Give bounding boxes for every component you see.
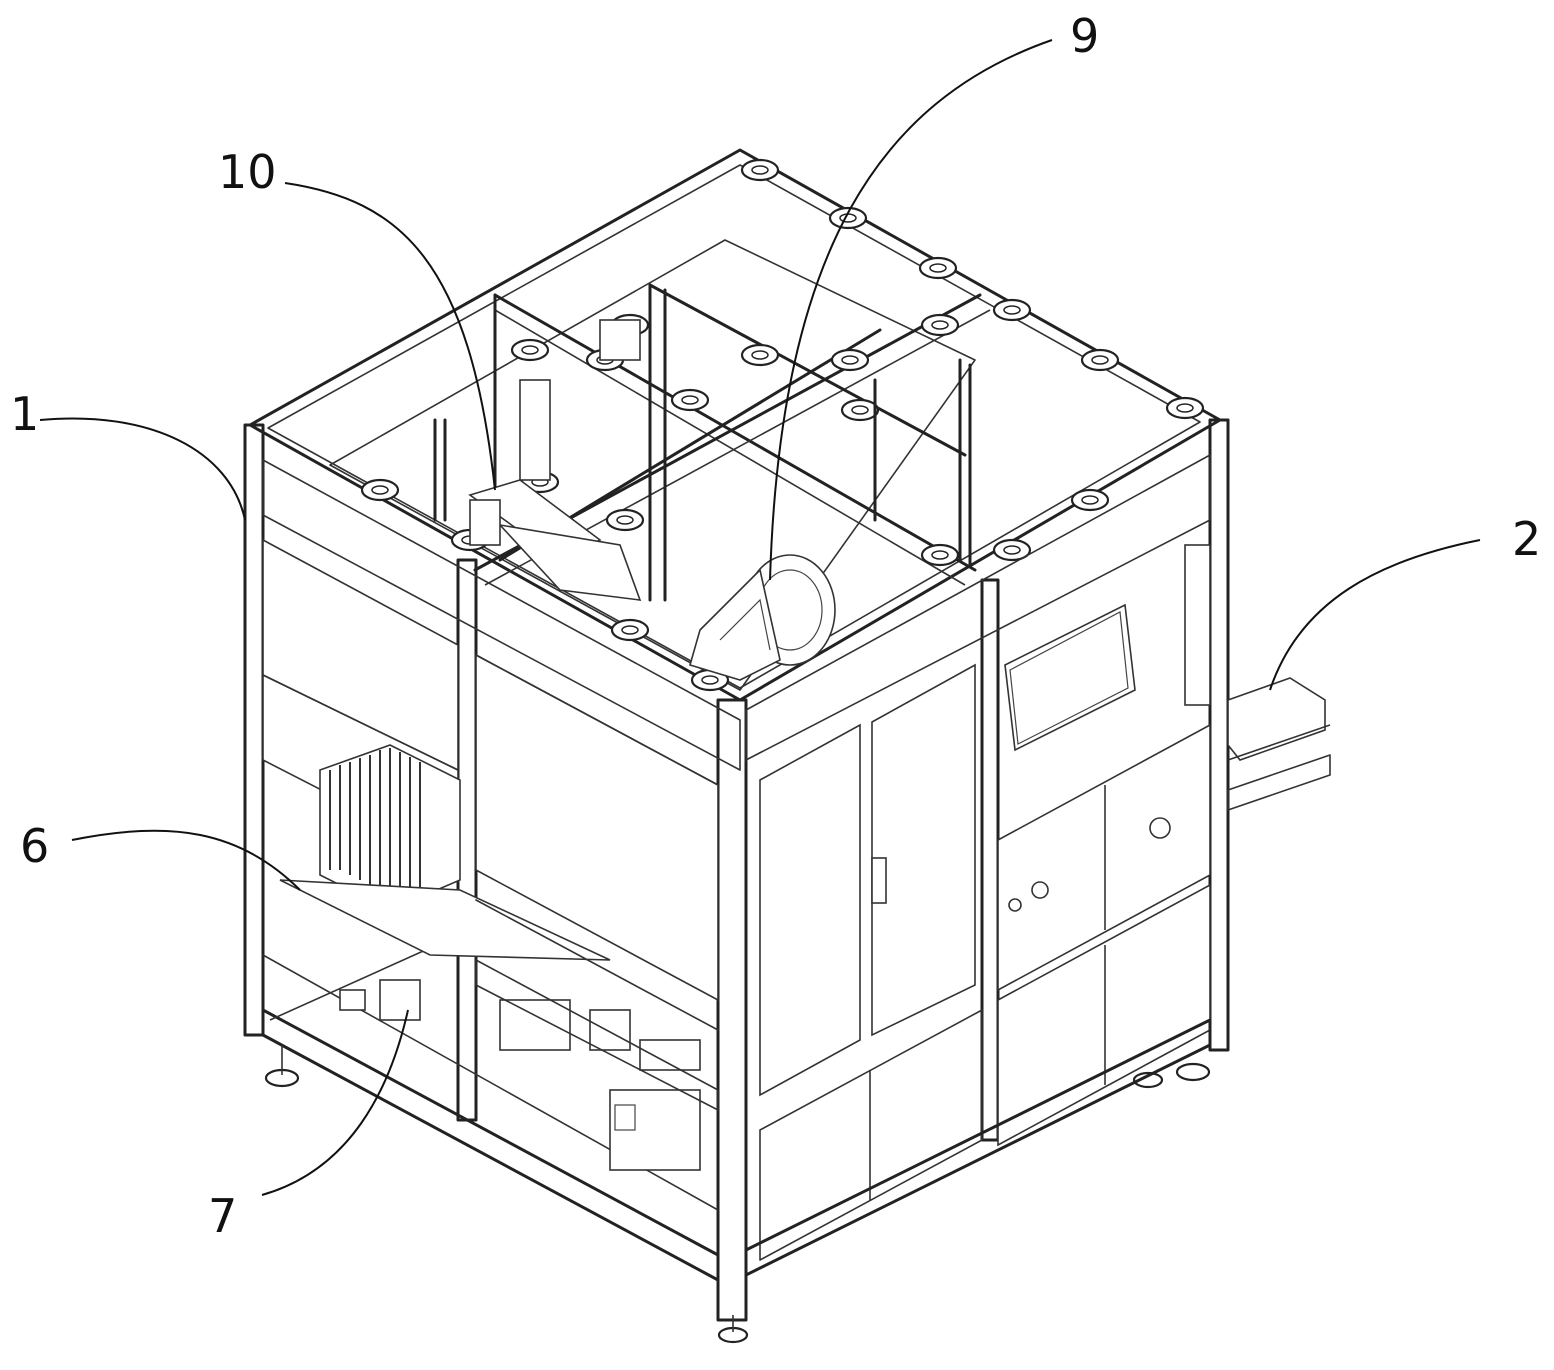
hmi-screen	[1004, 603, 1136, 752]
robot-head	[689, 554, 836, 681]
leader-9	[769, 39, 1053, 581]
inner-posts	[433, 283, 972, 602]
conveyor	[1184, 544, 1331, 811]
callout-10: 10	[218, 145, 277, 199]
callout-9: 9	[1070, 9, 1099, 63]
callout-2: 2	[1512, 512, 1541, 566]
leader-7	[261, 1009, 409, 1196]
leader-2	[1269, 539, 1481, 691]
callout-1: 1	[10, 387, 39, 441]
leader-1	[39, 417, 246, 521]
left-face	[261, 459, 741, 1282]
feet	[264, 1045, 1211, 1344]
callout-labels: 1 2 6 7 9 10	[10, 9, 1541, 1243]
callout-7: 7	[208, 1189, 237, 1243]
base-machinery	[339, 899, 719, 1171]
rack-basket	[279, 744, 611, 961]
callout-leaders	[39, 39, 1481, 1196]
leader-10	[284, 182, 496, 491]
gripper-assembly	[468, 319, 642, 601]
callout-6: 6	[20, 819, 49, 873]
right-face	[744, 454, 1212, 1277]
leader-6	[71, 829, 301, 891]
